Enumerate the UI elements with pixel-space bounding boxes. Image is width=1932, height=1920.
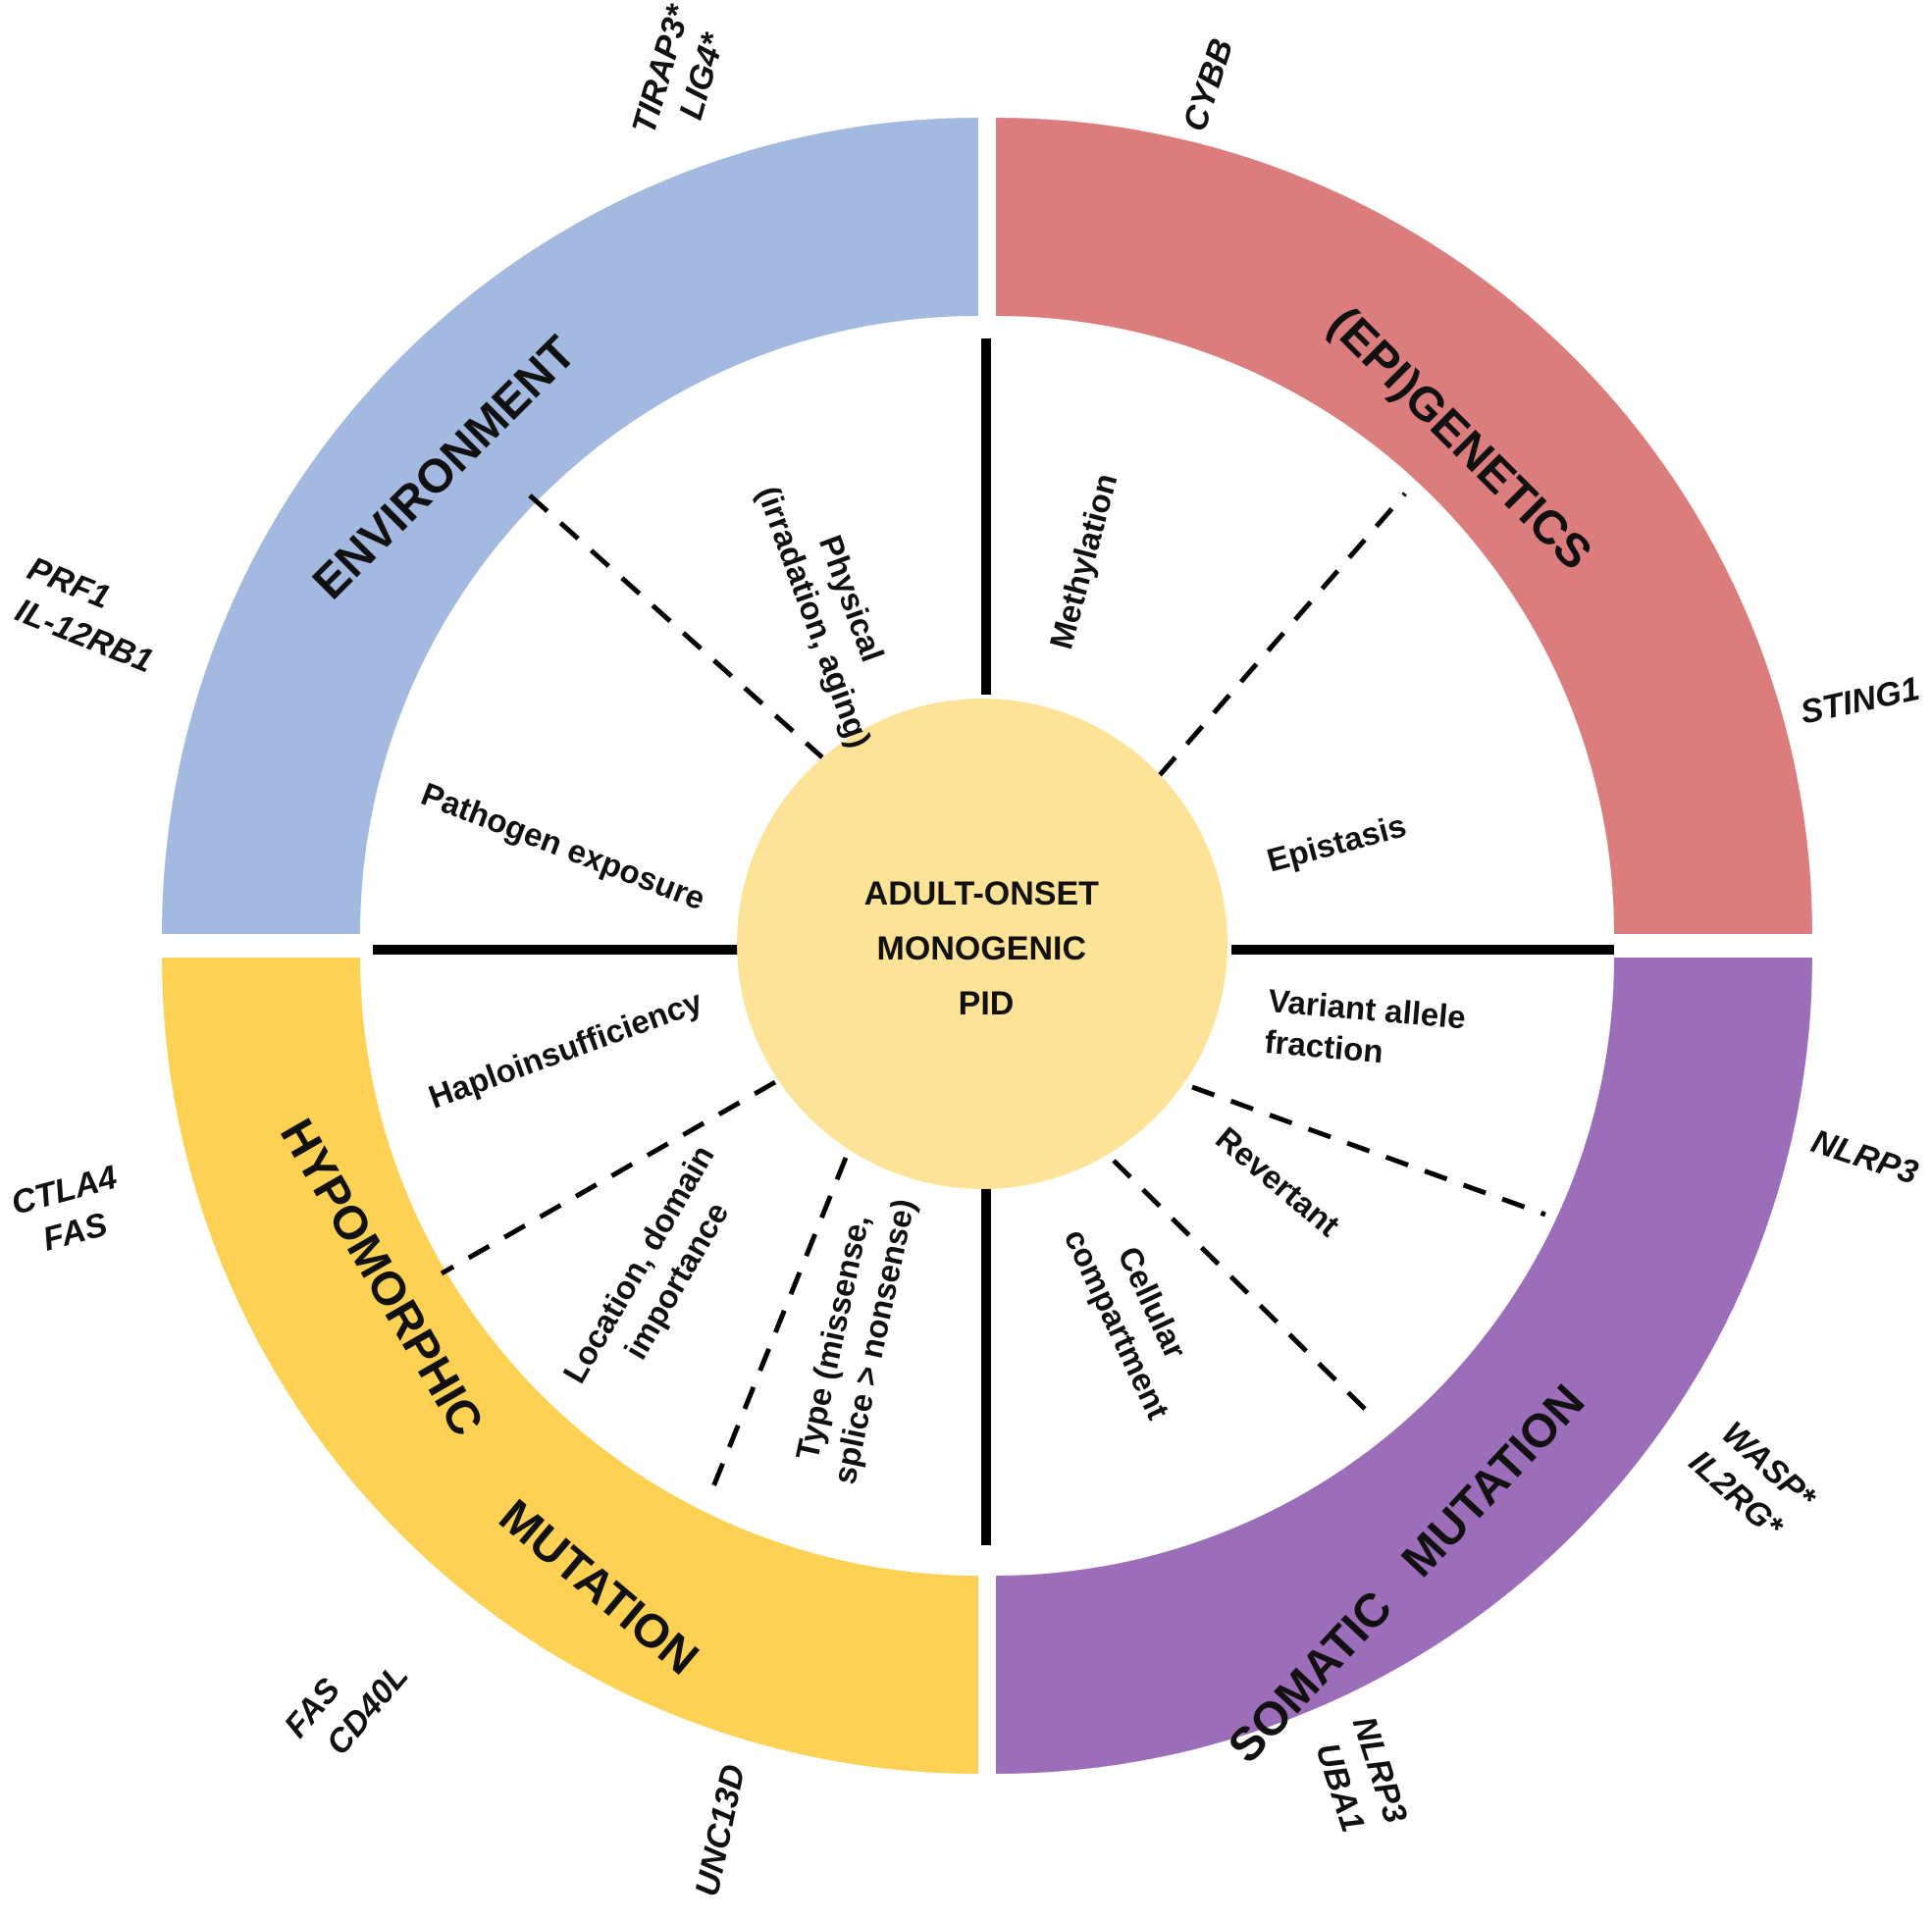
gene-sting1: STING1 <box>1798 670 1923 732</box>
divider-som-dashed-2 <box>1112 1159 1376 1420</box>
hypomorphic-ring-segment <box>162 958 978 1774</box>
factor-revertant: Revertant <box>1209 1119 1346 1243</box>
center-line-3: PID <box>959 985 1015 1022</box>
gene-nlrp3: NLRP3 <box>1807 1122 1923 1192</box>
somatic-ring-segment <box>996 958 1812 1774</box>
factor-epistasis: Epistasis <box>1263 806 1410 878</box>
genes-environment-left: PRF1 IL-12RB1 <box>6 549 175 680</box>
gene-fas: FAS <box>39 1206 112 1259</box>
factor-dividers <box>440 492 1546 1500</box>
divider-som-dashed-1 <box>1191 1084 1546 1218</box>
factor-vaf-line2: fraction <box>1263 1023 1384 1069</box>
genes-hypomorphic-left: CTLA4 FAS <box>8 1156 141 1264</box>
center-line-1: ADULT-ONSET <box>864 875 1099 912</box>
factor-location-domain: Location, domain importance <box>555 1131 761 1410</box>
divider-hypo-dashed-2 <box>705 1157 849 1500</box>
environment-ring-segment <box>162 118 978 934</box>
factor-mutation-type: Type (missense, splice > nonsense) <box>785 1187 921 1487</box>
genes-somatic-bottom-right: WASP* IL2RG* <box>1682 1411 1829 1555</box>
divider-hypo-dashed-1 <box>440 1079 777 1276</box>
genes-hypomorphic-bottom-left: FAS CD40L <box>278 1630 416 1773</box>
factor-cellular-compartment: Cellular compartment <box>1058 1206 1215 1425</box>
factor-haploinsufficiency: Haploinsufficiency <box>424 982 707 1115</box>
center-line-2: MONOGENIC <box>877 930 1086 967</box>
gene-ctla4: CTLA4 <box>8 1159 122 1222</box>
quadrant-dividers <box>373 338 1614 1545</box>
gene-unc13d: UNC13D <box>689 1761 753 1899</box>
factor-physical: Physical (irradation, aging) <box>751 467 917 752</box>
center-circle <box>737 699 1227 1189</box>
epigenetics-ring-segment <box>996 118 1812 934</box>
factor-variant-allele-fraction: Variant allele fraction <box>1263 982 1476 1077</box>
factor-pathogen-exposure: Pathogen exposure <box>417 775 710 916</box>
divider-epi-dashed <box>1158 492 1407 777</box>
gene-cybb: CYBB <box>1176 34 1241 135</box>
factor-methylation: Methylation <box>1042 470 1123 653</box>
center-label: ADULT-ONSET MONOGENIC PID <box>864 875 1109 1022</box>
genes-environment-top: TIRAP3* LIG4* <box>625 0 739 149</box>
genes-somatic-bottom: NLRP3 UBA1 <box>1304 1712 1417 1849</box>
